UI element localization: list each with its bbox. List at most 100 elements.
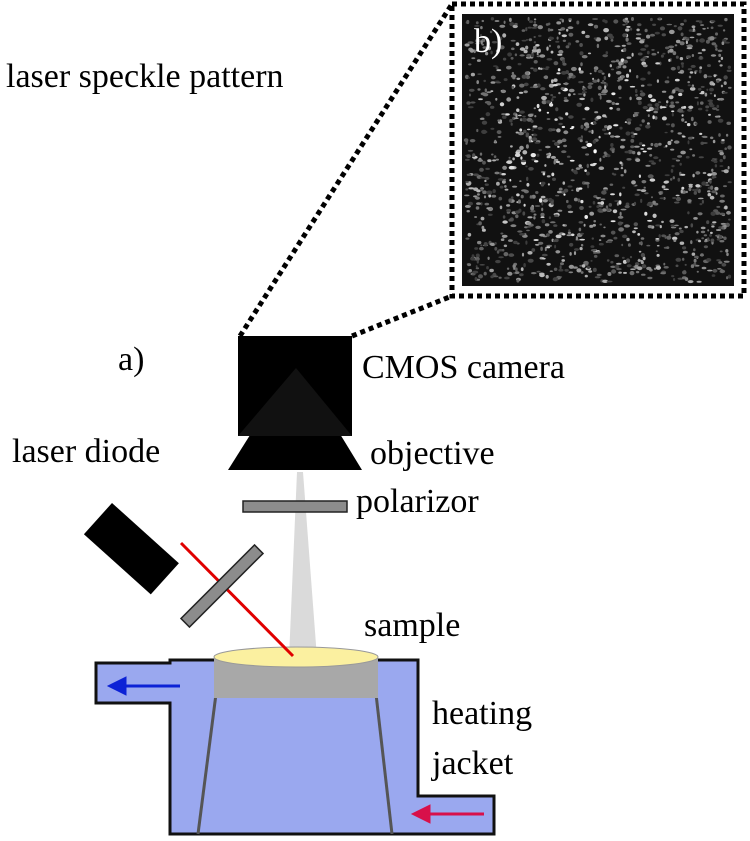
speckle-grain [469, 88, 475, 92]
speckle-grain [587, 84, 593, 90]
speckle-grain [677, 132, 682, 135]
speckle-grain [640, 77, 646, 81]
speckle-grain [500, 89, 507, 94]
speckle-grain [669, 219, 675, 224]
speckle-grain [627, 243, 631, 247]
speckle-grain [653, 156, 659, 160]
speckle-grain [558, 122, 563, 126]
speckle-grain [623, 271, 627, 274]
speckle-grain [527, 251, 533, 255]
speckle-grain [509, 118, 513, 123]
speckle-grain [699, 55, 703, 60]
speckle-grain [720, 268, 723, 273]
speckle-grain [504, 276, 510, 280]
speckle-grain [633, 133, 638, 135]
speckle-grain [654, 102, 660, 107]
speckle-grain [478, 98, 483, 101]
speckle-grain [556, 276, 563, 278]
speckle-grain [522, 150, 528, 155]
speckle-grain [675, 194, 680, 197]
speckle-grain [687, 280, 694, 284]
speckle-grain [499, 102, 505, 107]
speckle-grain [527, 258, 534, 263]
speckle-grain [466, 19, 470, 25]
speckle-grain [582, 118, 586, 120]
speckle-grain [681, 64, 684, 68]
speckle-grain [590, 259, 593, 262]
speckle-grain [515, 214, 519, 219]
speckle-grain [480, 26, 483, 30]
speckle-grain [551, 172, 555, 177]
speckle-grain [531, 48, 538, 53]
speckle-grain [710, 211, 716, 216]
speckle-grain [546, 233, 550, 237]
speckle-grain [508, 198, 512, 203]
speckle-grain [723, 260, 730, 263]
speckle-grain [544, 92, 550, 96]
speckle-grain [722, 91, 728, 94]
zoom-line-right [351, 293, 453, 339]
speckle-grain [558, 268, 564, 272]
speckle-grain [620, 145, 625, 149]
speckle-grain [546, 111, 550, 114]
speckle-grain [635, 37, 641, 40]
speckle-grain [481, 225, 485, 230]
speckle-grain [479, 246, 484, 251]
speckle-grain [610, 193, 615, 196]
speckle-grain [557, 53, 563, 56]
speckle-grain [677, 26, 683, 31]
speckle-grain [523, 49, 528, 54]
speckle-grain [552, 84, 558, 87]
speckle-grain [506, 160, 513, 164]
speckle-grain [703, 245, 709, 249]
speckle-grain [723, 81, 727, 85]
speckle-grain [535, 191, 539, 194]
speckle-grain [640, 237, 645, 240]
speckle-grain [494, 139, 497, 143]
speckle-grain [711, 176, 717, 179]
speckle-grain [666, 246, 670, 250]
speckle-grain [717, 150, 724, 153]
speckle-grain [685, 40, 689, 45]
speckle-grain [480, 188, 483, 192]
speckle-grain [675, 257, 682, 262]
speckle-grain [670, 129, 674, 133]
speckle-grain [618, 61, 623, 66]
speckle-grain [703, 234, 708, 237]
speckle-grain [716, 259, 721, 262]
speckle-grain [596, 115, 602, 120]
speckle-grain [716, 205, 721, 208]
speckle-grain [607, 272, 612, 276]
speckle-grain [526, 221, 532, 225]
heating-jacket-label-line1: heating [432, 695, 532, 732]
speckle-grain [658, 142, 662, 146]
objective-lens-inner [238, 368, 352, 436]
speckle-grain [719, 151, 724, 156]
speckle-grain [525, 165, 528, 168]
speckle-grain [533, 60, 538, 64]
speckle-grain [720, 140, 725, 145]
speckle-grain [701, 181, 707, 186]
speckle-grain [508, 156, 511, 159]
speckle-grain [492, 159, 497, 162]
speckle-grain [474, 216, 478, 218]
speckle-grain [520, 156, 523, 160]
speckle-grain [522, 211, 526, 216]
speckle-grain [634, 127, 641, 131]
speckle-grain [525, 74, 531, 80]
speckle-grain [711, 172, 717, 176]
speckle-grain [615, 59, 620, 63]
speckle-grain [495, 66, 499, 70]
speckle-grain [646, 244, 651, 247]
speckle-grain [693, 262, 697, 266]
zoom-line-left [237, 2, 455, 338]
speckle-grain [687, 84, 691, 87]
speckle-grain [584, 274, 588, 278]
speckle-grain [537, 126, 543, 130]
speckle-grain [644, 211, 648, 216]
speckle-grain [530, 119, 534, 123]
speckle-grain [706, 88, 709, 92]
speckle-grain [610, 260, 614, 264]
speckle-grain [486, 190, 493, 195]
